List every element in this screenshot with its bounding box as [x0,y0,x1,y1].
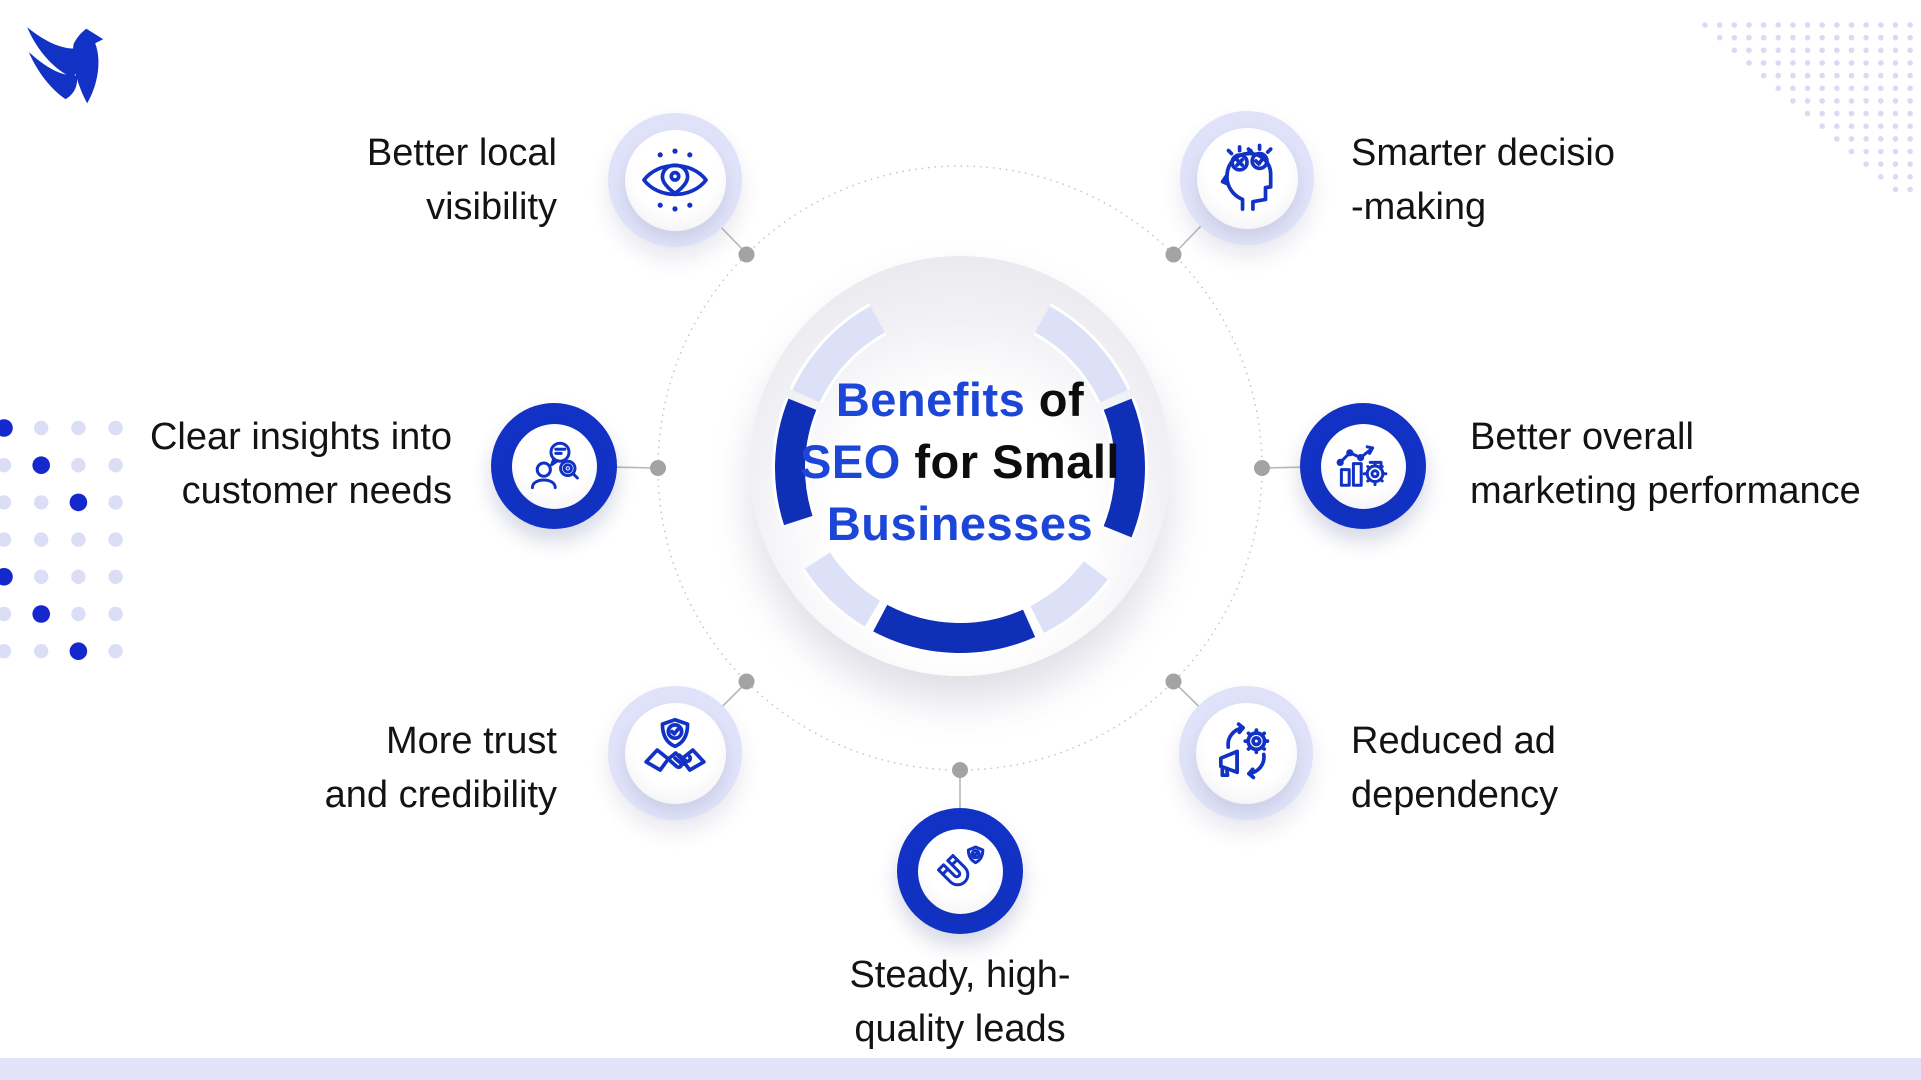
segmented-ring [772,303,1148,656]
node-inner-circle [1196,127,1298,229]
label-line: Steady, high- [849,954,1071,996]
head-lightbulbs-icon [1220,143,1273,211]
title-line-3: Businesses [710,493,1210,555]
node-inner-circle [624,129,726,231]
node-inner-circle [1195,702,1297,804]
handshake-shield-icon [644,717,706,772]
label-reduced-ad-dependency: Reduced ad dependency [1351,714,1558,822]
ring-segments [775,306,1145,653]
node-reduced-ad-dependency [1179,686,1313,820]
label-line: customer needs [181,470,452,512]
title-line-1: Benefits of [710,369,1210,431]
label-trust-credibility: More trust and credibility [325,714,557,822]
node-steady-quality-leads [897,808,1023,934]
node-clear-customer-insights [491,403,617,529]
chart-growth-gear-icon [1336,445,1388,487]
node-inner-circle [624,702,726,804]
label-line: marketing performance [1470,470,1861,512]
customer-search-icon [530,441,579,490]
node-marketing-performance [1300,403,1426,529]
label-steady-quality-leads: Steady, high- quality leads [660,948,1260,1056]
title-word-for-small: for Small [900,435,1120,488]
title-word-businesses: Businesses [826,497,1094,550]
title-word-of: of [1025,373,1085,426]
magnet-shield-icon [937,845,985,887]
node-trust-credibility [608,686,742,820]
label-line: More trust [385,720,557,762]
node-inner-circle [917,828,1003,914]
node-better-local-visibility [608,113,742,247]
title-word-seo: SEO [800,435,901,488]
label-line: and credibility [324,774,557,816]
label-line: dependency [1351,774,1559,816]
page-title: Benefits of SEO for Small Businesses [710,369,1210,555]
label-line: visibility [426,186,557,228]
label-better-local-visibility: Better local visibility [367,126,557,234]
megaphone-gear-cycle-icon [1218,722,1270,780]
label-line: Better local [366,132,557,174]
label-line: quality leads [854,1008,1066,1050]
center-disc [750,256,1170,676]
phoenix-logo-icon [27,27,104,104]
label-smarter-decision-making: Smarter decisio -making [1351,126,1615,234]
title-word-benefits: Benefits [835,373,1026,426]
node-inner-circle [1320,423,1406,509]
label-line: Clear insights into [149,416,452,458]
label-clear-customer-insights: Clear insights into customer needs [150,410,452,518]
node-smarter-decision-making [1180,111,1314,245]
title-line-2: SEO for Small [710,431,1210,493]
node-inner-circle [511,423,597,509]
label-line: -making [1351,186,1487,228]
label-line: Reduced ad [1351,720,1556,762]
bottom-accent-bar [0,1058,1921,1080]
eye-location-icon [642,148,708,212]
label-line: Smarter decisio [1351,132,1615,174]
label-marketing-performance: Better overall marketing performance [1470,410,1861,518]
label-line: Better overall [1470,416,1694,458]
connector-dots [650,246,1270,778]
